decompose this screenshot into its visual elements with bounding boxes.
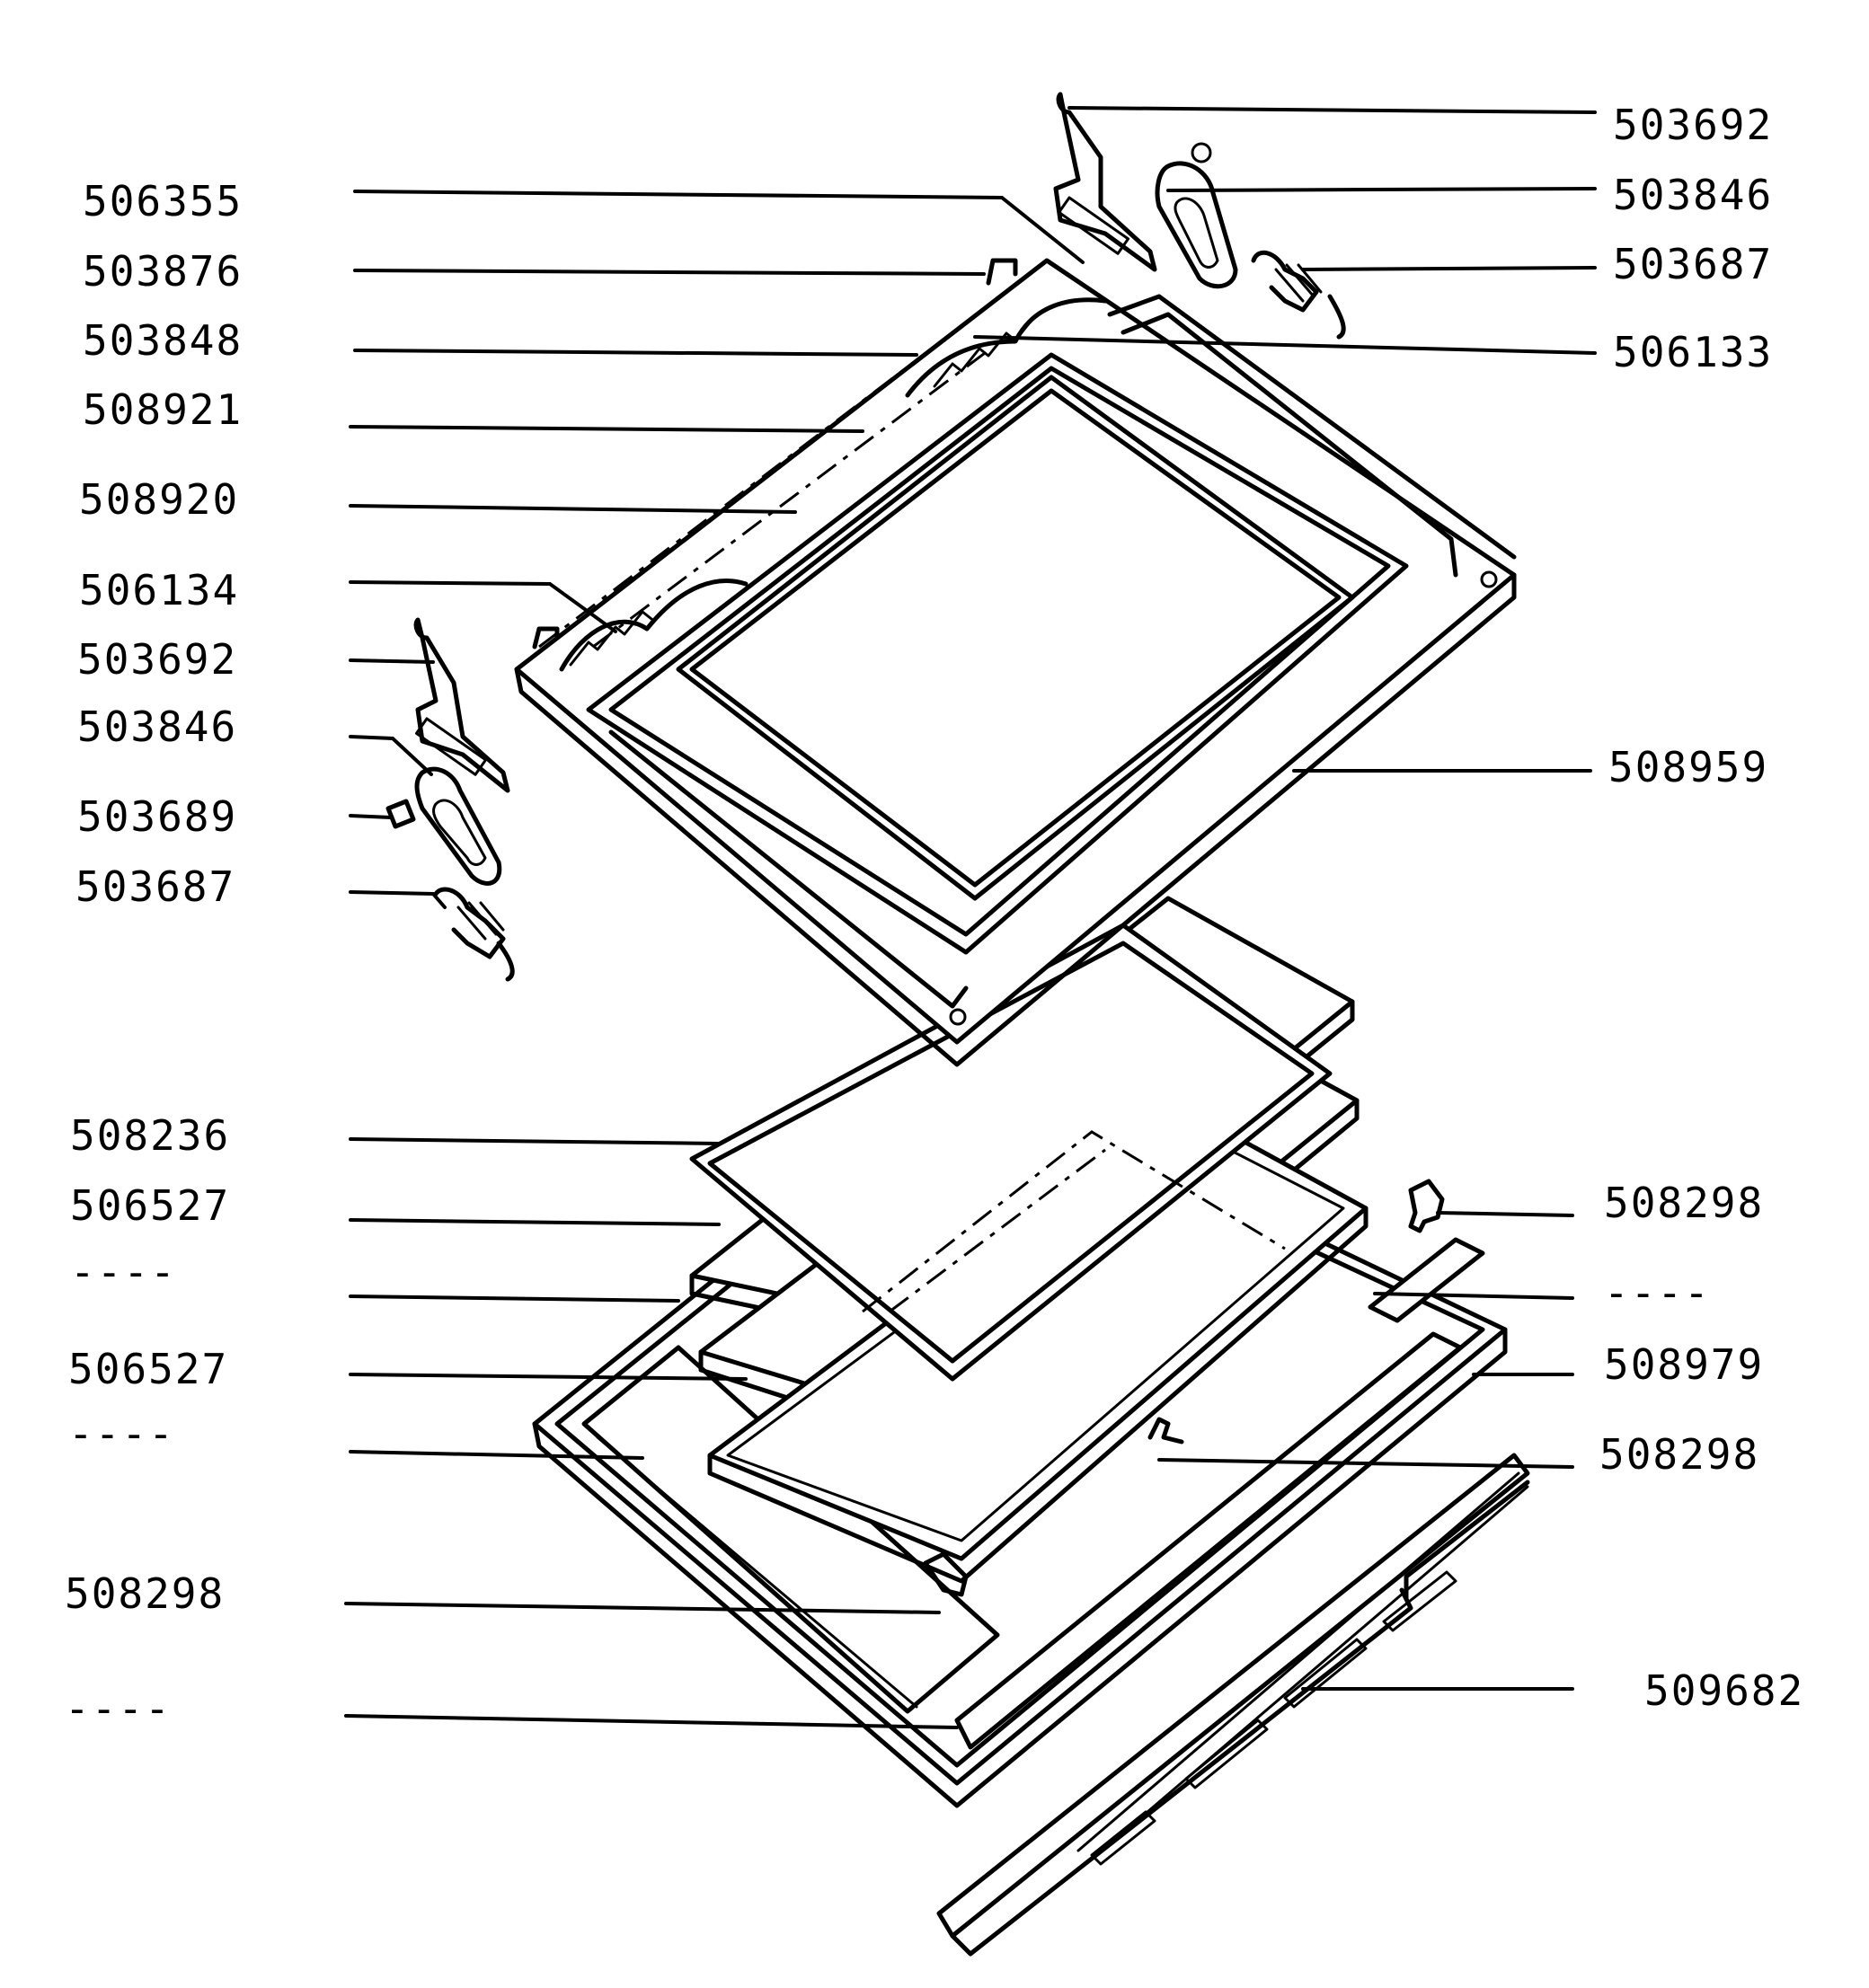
part-label: 503846 [1613,171,1773,219]
part-label: 503689 [77,792,237,841]
part-label: 503876 [83,247,243,296]
part-label: 508236 [70,1111,230,1160]
part-label: 503846 [77,702,237,751]
left-labels: 506355 503876 503848 508921 508920 50613… [65,177,243,1733]
part-label: 503692 [77,635,237,684]
part-label: 506134 [79,566,239,614]
door-assembly-drawing [385,92,1530,1957]
part-label: 506527 [68,1345,228,1393]
hinge-parts-left-drawing [385,258,1018,982]
right-labels: 503692 503846 503687 506133 508959 50829… [1599,101,1804,1715]
part-label: 508298 [65,1569,225,1618]
part-label: 503848 [83,316,243,365]
part-label: ---- [70,1248,177,1296]
part-label: 509682 [1644,1666,1804,1715]
part-label: 503687 [1613,240,1773,288]
part-label: 508298 [1604,1179,1764,1227]
part-label: 503692 [1613,101,1773,149]
clips-drawing [923,1179,1445,1597]
handle-bar-drawing [936,1453,1530,1957]
part-label: 506355 [83,177,243,225]
part-label: 508920 [79,475,239,524]
part-label: 506133 [1613,328,1773,376]
part-label: 508921 [83,385,243,434]
part-label: ---- [68,1409,175,1458]
part-label: 503687 [75,862,235,911]
hinge-spring-drawing [538,297,1108,672]
hinge-parts-top-right-drawing [1053,92,1346,340]
part-label: 508979 [1604,1340,1764,1389]
part-label: 506527 [70,1181,230,1230]
outer-door-panel-drawing [514,258,1517,1067]
leader-lines [344,106,1597,1729]
part-label: 508298 [1599,1430,1759,1479]
part-label: ---- [1604,1268,1711,1317]
part-label: ---- [65,1684,172,1733]
part-label: 508959 [1608,743,1768,791]
